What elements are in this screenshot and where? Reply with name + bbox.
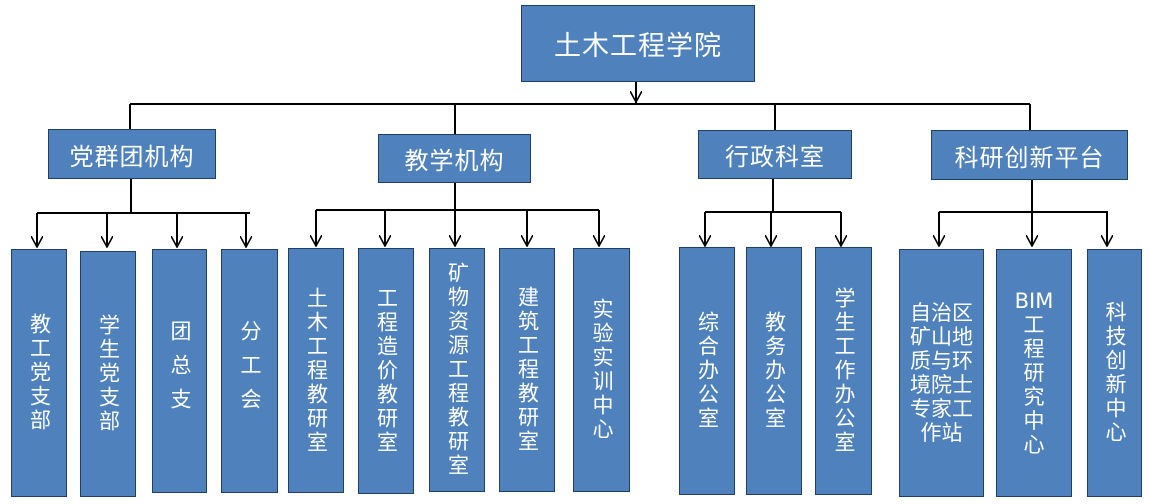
leaf-node-label: 工程造价教研室: [374, 287, 399, 455]
leaf-node-label: 教工党支部: [27, 313, 52, 433]
leaf-node-label: 建筑工程教研室: [515, 286, 540, 454]
leaf-node: 土木工程教研室: [288, 248, 344, 493]
leaf-node-label: 教务办公室: [762, 311, 787, 431]
leaf-node-label: 土木工程教研室: [304, 286, 329, 455]
root-node: 土木工程学院: [521, 5, 755, 82]
leaf-node-label: 科技创新中心: [1103, 301, 1127, 445]
leaf-node-label: 矿物资源工程教研室: [445, 262, 470, 478]
group-node-xingzheng: 行政科室: [698, 130, 852, 179]
leaf-node-label: 自治区 矿山地 质与环 境院士 专家工 作站: [910, 301, 973, 445]
leaf-node-label: 团总支: [168, 320, 192, 422]
leaf-node-label: 分工会: [238, 320, 262, 422]
leaf-node: 团总支: [152, 249, 207, 493]
leaf-node: BIM 工 程 研 究 中 心: [996, 249, 1072, 497]
leaf-node-label: 综合办公室: [695, 311, 720, 431]
leaf-node: 实验实训中心: [573, 248, 630, 492]
leaf-node: 工程造价教研室: [358, 248, 414, 494]
group-node-label: 党群团机构: [69, 142, 195, 171]
leaf-node-label: 实验实训中心: [590, 298, 614, 442]
group-node-label: 行政科室: [725, 143, 825, 171]
group-node-label: 教学机构: [404, 147, 505, 175]
leaf-node: 教务办公室: [746, 247, 802, 495]
leaf-node: 建筑工程教研室: [499, 248, 555, 492]
leaf-node-label: 学生党支部: [96, 314, 121, 434]
leaf-node: 分工会: [221, 249, 278, 493]
leaf-node: 科技创新中心: [1087, 249, 1142, 497]
leaf-node: 教工党支部: [11, 249, 67, 497]
leaf-node-label: 学生工作办公室: [832, 287, 856, 455]
group-node-label: 科研创新平台: [954, 143, 1105, 172]
group-node-keyan: 科研创新平台: [931, 130, 1128, 180]
leaf-node-label: BIM 工 程 研 究 中 心: [1014, 289, 1054, 457]
leaf-node: 自治区 矿山地 质与环 境院士 专家工 作站: [899, 249, 984, 497]
leaf-node: 学生工作办公室: [815, 247, 872, 495]
leaf-node: 学生党支部: [80, 251, 136, 497]
leaf-node: 矿物资源工程教研室: [429, 248, 485, 492]
group-node-dangqun: 党群团机构: [48, 129, 216, 179]
group-node-jiaoxue: 教学机构: [378, 134, 531, 183]
leaf-node: 综合办公室: [679, 247, 735, 495]
root-node-label: 土木工程学院: [554, 31, 722, 62]
